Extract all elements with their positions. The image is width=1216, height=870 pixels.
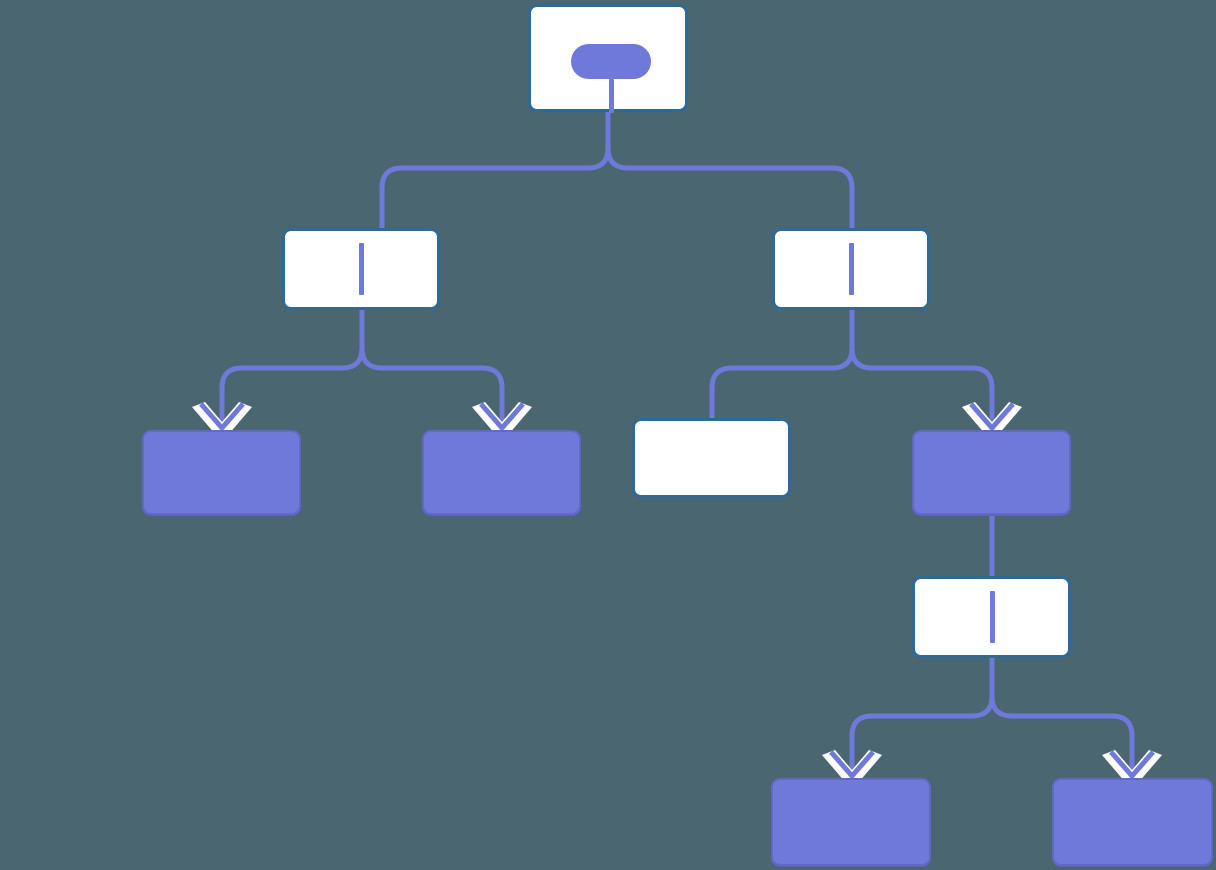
tree-node-n4[interactable] [142,430,301,515]
arrow-chevron-accent [969,402,1015,432]
edge-connector [605,112,855,228]
node-bar-marker [989,591,995,643]
arrow-chevron-accent [479,402,525,432]
tree-node-n7[interactable] [912,430,1071,515]
arrow-chevron-accent [199,402,245,432]
tree-node-n10[interactable] [1052,778,1213,866]
tree-node-n5[interactable] [422,430,581,515]
node-bar-marker [849,243,854,295]
edge-connector [219,310,365,437]
arrow-chevron-accent [829,750,875,780]
node-pill-marker [571,44,651,79]
node-bar-marker [359,243,364,295]
edge-connector [849,310,995,437]
tree-node-n8[interactable] [912,576,1071,658]
tree-node-n2[interactable] [282,228,440,310]
edge-connector [709,310,855,418]
tree-node-n1[interactable] [528,4,688,113]
edge-connector [359,310,505,437]
tree-node-n6[interactable] [632,418,791,498]
tree-node-n3[interactable] [772,228,930,310]
edge-connector [989,658,1135,785]
arrow-chevron-accent [1109,750,1155,780]
edge-connector [379,112,611,228]
edge-connector [849,658,995,785]
tree-node-n9[interactable] [771,778,931,866]
node-stem-marker [608,79,614,113]
